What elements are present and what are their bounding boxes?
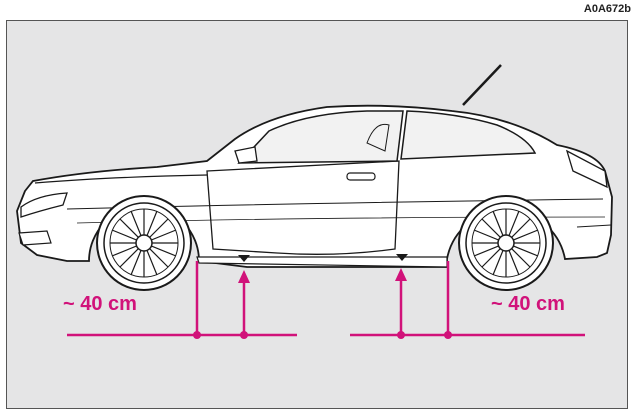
measurement-lines xyxy=(67,261,585,337)
door-outline xyxy=(206,160,400,255)
lifting-point-rear-marker xyxy=(396,254,408,261)
front-lift-arrowhead xyxy=(238,270,250,283)
rear-window xyxy=(400,110,537,160)
junction-dots xyxy=(193,331,452,339)
side-mirror xyxy=(234,146,258,164)
rear-lift-arrowhead xyxy=(395,268,407,281)
rear-wheel xyxy=(458,195,554,291)
side-window xyxy=(237,110,404,164)
car-side-view-illustration xyxy=(16,64,613,339)
front-wheel xyxy=(96,195,192,291)
lifting-points-figure: ~ 40 cm ~ 40 cm xyxy=(6,20,628,409)
headlight xyxy=(20,192,68,218)
lifting-point-front-marker xyxy=(238,255,250,262)
front-distance-label: ~ 40 cm xyxy=(63,293,137,315)
antenna xyxy=(462,64,502,106)
rear-light xyxy=(565,149,608,189)
rear-distance-label: ~ 40 cm xyxy=(491,293,565,315)
figure-reference-code: A0A672b xyxy=(583,3,631,15)
door-handle xyxy=(346,172,376,181)
fog-light xyxy=(18,230,52,246)
